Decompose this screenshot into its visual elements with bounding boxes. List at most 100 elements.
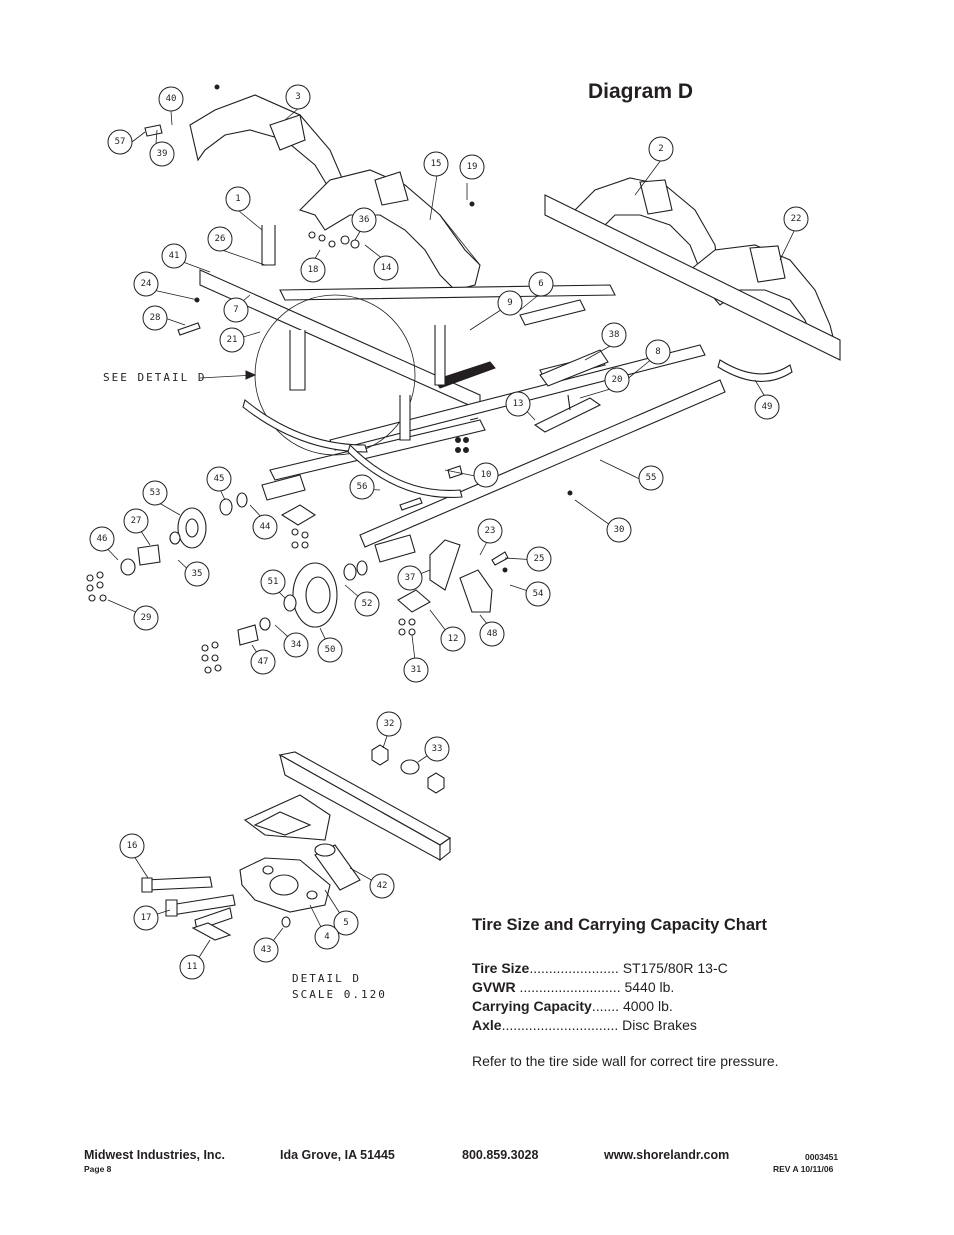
callout-39: 39 [149, 141, 175, 167]
callout-number: 25 [534, 554, 545, 564]
callout-40: 40 [158, 86, 184, 112]
callout-1: 1 [225, 186, 251, 212]
footer-location: Ida Grove, IA 51445 [280, 1148, 395, 1162]
bracket-37 [429, 539, 461, 591]
callout-number: 3 [295, 92, 300, 102]
plate-top [280, 504, 317, 526]
callout-29: 29 [133, 605, 159, 631]
spindle-right [374, 534, 416, 563]
footer-website[interactable]: www.shorelandr.com [604, 1148, 730, 1162]
callout-54: 54 [525, 581, 551, 607]
callout-16: 16 [119, 833, 145, 859]
callout-bubble [397, 565, 423, 591]
callout-49: 49 [754, 394, 780, 420]
spec-row-axle: Axle.............................. Disc … [472, 1017, 697, 1033]
callout-number: 16 [127, 841, 138, 851]
hardware [86, 84, 573, 674]
callout-bubble [601, 322, 627, 348]
callout-22: 22 [783, 206, 809, 232]
spec-value: Disc Brakes [622, 1017, 697, 1033]
callout-31: 31 [403, 657, 429, 683]
spec-value: ST175/80R 13-C [622, 960, 728, 976]
callout-14: 14 [373, 255, 399, 281]
callout-bubble [133, 271, 159, 297]
spec-row-tire-size: Tire Size....................... ST175/8… [472, 960, 728, 976]
bearing-27 [169, 531, 181, 545]
callout-number: 48 [487, 629, 498, 639]
callout-number: 51 [268, 577, 279, 587]
callout-bubble [606, 517, 632, 543]
callout-number: 47 [258, 657, 269, 667]
callout-bubble [219, 327, 245, 353]
callout-bubble [252, 514, 278, 540]
callout-30: 30 [606, 517, 632, 543]
footer-page: Page 8 [84, 1164, 112, 1174]
callout-number: 57 [115, 137, 126, 147]
callout-bubble [351, 207, 377, 233]
callout-13: 13 [505, 391, 531, 417]
callout-number: 43 [261, 945, 272, 955]
spec-dots: .......................... [519, 979, 621, 995]
spec-label: Tire Size [472, 960, 530, 976]
callout-37: 37 [397, 565, 423, 591]
callout-25: 25 [526, 546, 552, 572]
callout-number: 34 [291, 640, 302, 650]
callout-number: 38 [609, 330, 620, 340]
step-13 [533, 397, 602, 433]
spec-dots: ....... [591, 998, 620, 1014]
callout-11: 11 [179, 954, 205, 980]
callout-bubble [223, 297, 249, 323]
callout-56: 56 [349, 474, 375, 500]
callout-4: 4 [314, 924, 340, 950]
callout-bubble [89, 526, 115, 552]
spindle-left [261, 474, 306, 501]
callout-bubble [525, 581, 551, 607]
callout-bubble [783, 206, 809, 232]
callout-number: 20 [612, 375, 623, 385]
callout-number: 22 [791, 214, 802, 224]
callout-number: 41 [169, 251, 180, 261]
callout-bubble [645, 339, 671, 365]
u-bolt-mid [399, 395, 411, 441]
callout-number: 14 [381, 263, 392, 273]
callout-bubble [133, 905, 159, 931]
callout-number: 23 [485, 526, 496, 536]
callout-number: 55 [646, 473, 657, 483]
callout-bubble [107, 129, 133, 155]
hub-53-center [185, 518, 199, 538]
u-bolt-22 [261, 225, 276, 266]
callout-45: 45 [206, 466, 232, 492]
callout-bubble [283, 632, 309, 658]
callout-bubble [369, 873, 395, 899]
callout-number: 19 [467, 162, 478, 172]
callout-number: 18 [308, 265, 319, 275]
callout-number: 50 [325, 645, 336, 655]
callout-bubble [206, 466, 232, 492]
callout-number: 21 [227, 335, 238, 345]
diagram-title: Diagram D [588, 80, 694, 103]
callout-bubble [253, 937, 279, 963]
callout-26: 26 [207, 226, 233, 252]
spec-row-capacity: Carrying Capacity....... 4000 lb. [472, 998, 673, 1014]
leaf-spring-right [717, 359, 793, 382]
leaf-spring-left [242, 399, 368, 453]
footer-company: Midwest Industries, Inc. [84, 1148, 225, 1162]
plate-12 [397, 589, 431, 613]
callout-number: 31 [411, 665, 422, 675]
callout-number: 42 [377, 881, 388, 891]
callout-number: 11 [187, 962, 198, 972]
callout-number: 15 [431, 159, 442, 169]
callout-10: 10 [473, 462, 499, 488]
callout-number: 27 [131, 516, 142, 526]
u-bolt-21 [289, 330, 306, 391]
callout-number: 2 [658, 144, 663, 154]
callout-6: 6 [528, 271, 554, 297]
callout-36: 36 [351, 207, 377, 233]
callout-33: 33 [424, 736, 450, 762]
callout-number: 45 [214, 474, 225, 484]
callout-43: 43 [253, 937, 279, 963]
callout-44: 44 [252, 514, 278, 540]
callout-34: 34 [283, 632, 309, 658]
